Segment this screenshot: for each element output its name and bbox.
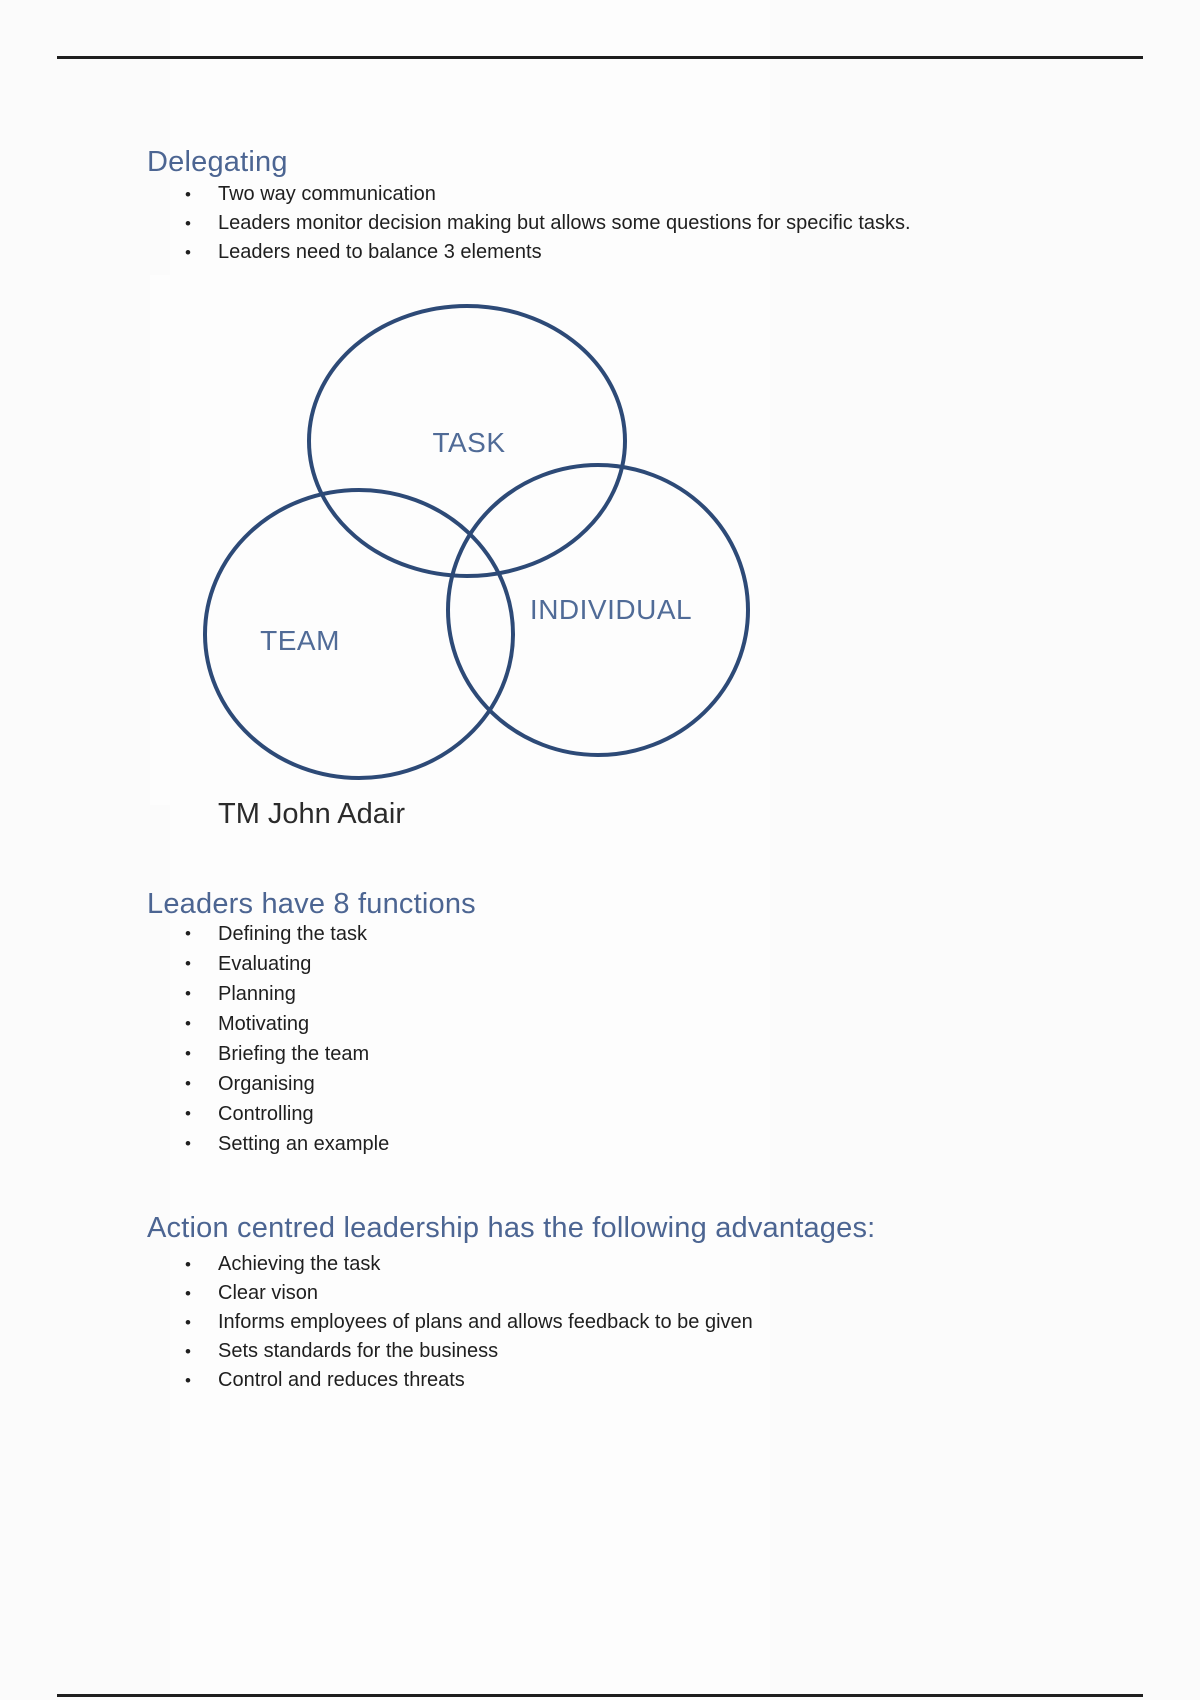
list-item: • Briefing the team [185,1039,389,1069]
team-label: TEAM [260,625,340,656]
list-item: • Clear vison [185,1279,753,1308]
list-item: • Achieving the task [185,1250,753,1279]
section-heading-advantages: Action centred leadership has the follow… [147,1212,876,1244]
top-horizontal-rule [57,56,1143,59]
functions-bullet-list: • Defining the task • Evaluating • Plann… [185,919,389,1159]
list-item-text: Defining the task [218,923,367,945]
list-item: • Leaders monitor decision making but al… [185,209,911,238]
task-circle [307,304,627,578]
bullet-icon: • [185,1074,191,1093]
bullet-icon: • [185,1014,191,1033]
individual-circle [446,463,750,757]
bullet-icon: • [185,954,191,973]
list-item-text: Evaluating [218,953,312,975]
list-item-text: Achieving the task [218,1253,381,1275]
bullet-icon: • [185,1371,191,1390]
bullet-icon: • [185,1313,191,1332]
list-item-text: Briefing the team [218,1043,370,1065]
bullet-icon: • [185,1284,191,1303]
list-item-text: Clear vison [218,1282,319,1304]
list-item: • Informs employees of plans and allows … [185,1308,753,1337]
bullet-icon: • [185,185,191,204]
list-item: • Leaders need to balance 3 elements [185,238,911,267]
list-item: • Setting an example [185,1129,389,1159]
list-item: • Planning [185,979,389,1009]
list-item: • Controlling [185,1099,389,1129]
list-item-text: Controlling [218,1103,314,1125]
list-item-text: Leaders need to balance 3 elements [218,241,542,263]
list-item-text: Planning [218,983,296,1005]
list-item-text: Two way communication [218,183,436,205]
bullet-icon: • [185,1255,191,1274]
individual-label: INDIVIDUAL [530,594,692,625]
bullet-icon: • [185,214,191,233]
list-item: • Evaluating [185,949,389,979]
list-item-text: Sets standards for the business [218,1340,499,1362]
diagram-background [150,275,770,805]
team-circle [203,488,515,780]
bullet-icon: • [185,924,191,943]
list-item: • Organising [185,1069,389,1099]
list-item: • Two way communication [185,180,911,209]
list-item-text: Leaders monitor decision making but allo… [218,212,911,234]
list-item: • Motivating [185,1009,389,1039]
list-item: • Defining the task [185,919,389,949]
venn-diagram: TASK TEAM INDIVIDUAL [150,275,770,805]
list-item-text: Motivating [218,1013,310,1035]
bullet-icon: • [185,984,191,1003]
list-item-text: Informs employees of plans and allows fe… [218,1311,753,1333]
section-heading-delegating: Delegating [147,146,288,178]
delegating-bullet-list: • Two way communication • Leaders monito… [185,180,911,267]
list-item-text: Organising [218,1073,315,1095]
list-item-text: Control and reduces threats [218,1369,465,1391]
section-heading-8-functions: Leaders have 8 functions [147,888,476,920]
bottom-horizontal-rule [57,1694,1143,1697]
diagram-caption: TM John Adair [218,798,405,830]
task-label: TASK [432,427,505,458]
bullet-icon: • [185,243,191,262]
list-item: • Sets standards for the business [185,1337,753,1366]
list-item: • Control and reduces threats [185,1366,753,1395]
list-item-text: Setting an example [218,1133,390,1155]
bullet-icon: • [185,1104,191,1123]
bullet-icon: • [185,1342,191,1361]
advantages-bullet-list: • Achieving the task • Clear vison • Inf… [185,1250,753,1395]
bullet-icon: • [185,1044,191,1063]
bullet-icon: • [185,1134,191,1153]
